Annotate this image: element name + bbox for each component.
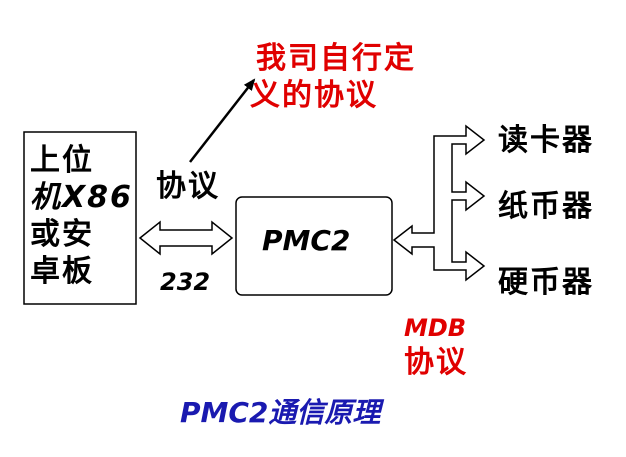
host-line2: 机X86 [30,180,133,215]
mdb-label: MDB [404,314,466,342]
device-card-reader: 读卡器 [498,123,594,158]
host-line3: 或安 [30,217,94,252]
host-protocol-label: 协议 [156,169,220,204]
host-line4: 卓板 [30,254,94,289]
custom-protocol-line2: 义的协议 [250,78,378,113]
host-interface-label: 232 [160,268,210,296]
custom-protocol-line1: 我司自行定 [256,41,416,76]
pmc2-label: PMC2 [262,224,350,257]
mdb-bus-arrows [392,124,486,282]
device-coin-acceptor: 硬币器 [498,265,594,300]
host-pmc2-double-arrow [138,220,234,256]
diagram-caption: PMC2通信原理 [180,396,384,429]
device-bill-acceptor: 纸币器 [498,189,594,224]
host-line1: 上位 [30,143,94,178]
custom-protocol-arrow [189,78,256,163]
pmc2-box [235,196,393,296]
host-box [23,131,137,305]
mdb-protocol-label: 协议 [404,345,468,380]
